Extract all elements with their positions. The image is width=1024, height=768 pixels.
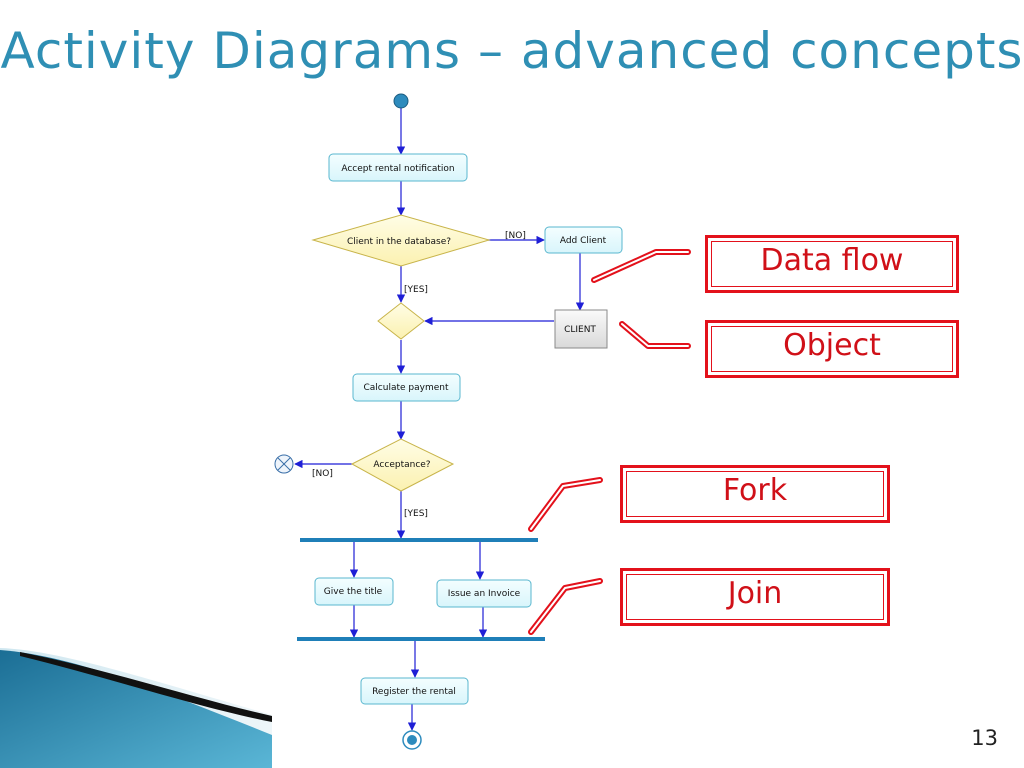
activity-final-node [402, 730, 422, 750]
object-node-client: CLIENT [554, 309, 608, 349]
activity-calculate-payment: Calculate payment [352, 373, 461, 402]
page-number: 13 [971, 726, 998, 750]
slide-title: Activity Diagrams – advanced concepts [0, 22, 1024, 80]
flow-edges [294, 108, 585, 731]
decision-acceptance: Acceptance? [350, 438, 455, 492]
leader-object [619, 321, 691, 349]
decision-acceptance-label: Acceptance? [373, 460, 430, 470]
callout-fork: Fork [620, 465, 890, 523]
initial-node [393, 93, 409, 109]
activity-give-title: Give the title [314, 577, 394, 606]
callout-join: Join [620, 568, 890, 626]
merge-node [377, 302, 425, 340]
join-bar [297, 637, 545, 641]
leader-data-flow [591, 249, 691, 283]
callout-object: Object [705, 320, 959, 378]
activity-issue-invoice: Issue an Invoice [436, 579, 532, 608]
guard-no-acceptance: [NO] [312, 469, 333, 479]
flow-final-node [274, 454, 294, 474]
callout-object-label: Object [783, 328, 881, 363]
guard-no-client: [NO] [505, 231, 526, 241]
leader-join [528, 578, 603, 635]
activity-accept-rental-label: Accept rental notification [341, 164, 454, 174]
callout-fork-label: Fork [722, 473, 788, 508]
decision-client-in-database: Client in the database? [311, 214, 491, 267]
callout-data-flow-label: Data flow [760, 243, 904, 278]
activity-give-title-label: Give the title [324, 587, 383, 597]
fork-bar [300, 538, 538, 542]
activity-calculate-payment-label: Calculate payment [364, 383, 449, 393]
callout-data-flow: Data flow [705, 235, 959, 293]
guard-yes-acceptance: [YES] [404, 509, 428, 519]
object-node-client-label: CLIENT [564, 325, 596, 335]
callout-leaders [528, 249, 691, 635]
guard-yes-client: [YES] [404, 285, 428, 295]
activity-accept-rental: Accept rental notification [328, 153, 468, 182]
activity-register-rental: Register the rental [360, 677, 469, 705]
activity-add-client-label: Add Client [560, 236, 607, 246]
decorative-wave [0, 648, 272, 768]
activity-register-rental-label: Register the rental [372, 687, 456, 697]
activity-add-client: Add Client [544, 226, 623, 254]
decision-client-in-database-label: Client in the database? [347, 237, 451, 247]
activity-issue-invoice-label: Issue an Invoice [448, 589, 521, 599]
callout-join-label: Join [727, 576, 783, 611]
leader-fork [528, 477, 603, 532]
